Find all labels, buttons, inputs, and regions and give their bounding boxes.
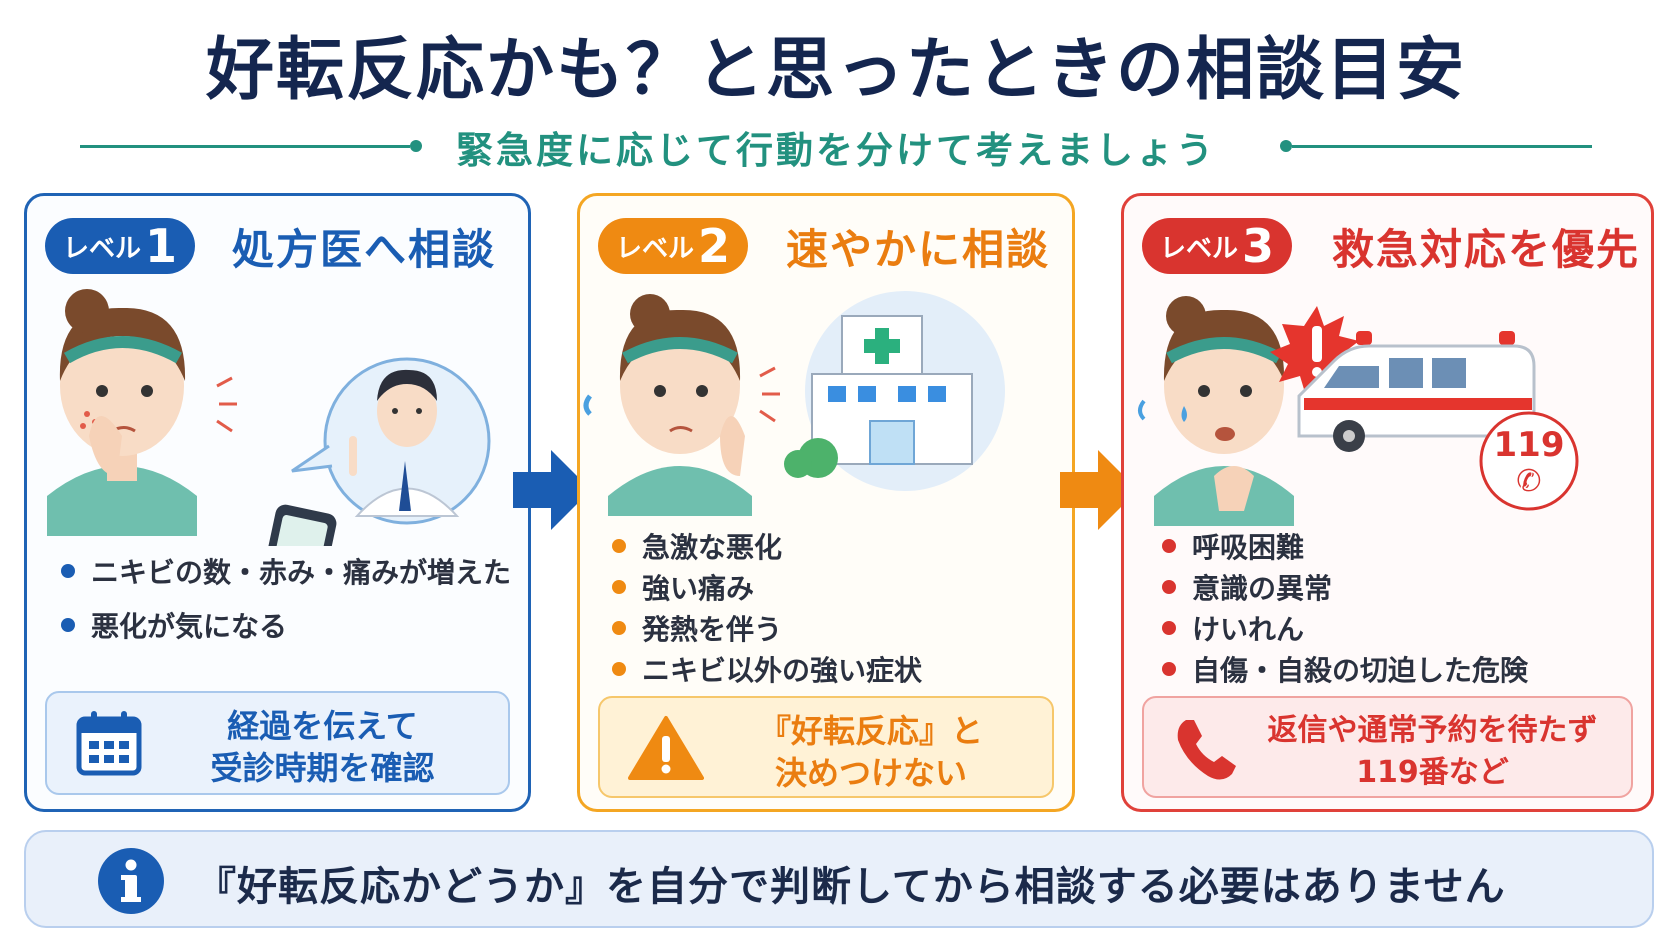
list-item: けいれん bbox=[1158, 608, 1528, 649]
list-item: 呼吸困難 bbox=[1158, 526, 1528, 567]
level-badge-label: レベル bbox=[1160, 233, 1239, 264]
advice-line: 119番など bbox=[1356, 755, 1509, 790]
symptom-list: 呼吸困難 意識の異常 けいれん 自傷・自殺の切迫した危険 bbox=[1158, 526, 1528, 690]
emergency-number: 119 bbox=[1494, 425, 1565, 465]
arrow-right-icon bbox=[513, 450, 591, 530]
level-badge: レベル 2 bbox=[598, 218, 749, 274]
level-heading: 救急対応を優先 bbox=[1332, 225, 1641, 274]
level-badge-label: レベル bbox=[63, 233, 142, 264]
list-item: 意識の異常 bbox=[1158, 567, 1528, 608]
list-item: ニキビ以外の強い症状 bbox=[608, 649, 922, 690]
level-badge-number: 3 bbox=[1242, 219, 1275, 273]
advice-line: 経過を伝えて bbox=[227, 707, 418, 745]
advice-line: 返信や通常予約を待たず bbox=[1267, 713, 1598, 748]
list-item: 急激な悪化 bbox=[608, 526, 922, 567]
info-banner: 『好転反応かどうか』を自分で判断してから相談する必要はありません bbox=[24, 830, 1654, 928]
info-icon bbox=[98, 848, 164, 914]
divider-dot bbox=[1280, 140, 1292, 152]
advice-text: 返信や通常予約を待たず 119番など bbox=[1244, 710, 1621, 794]
level-badge-number: 2 bbox=[698, 219, 731, 273]
level-badge-number: 1 bbox=[145, 219, 178, 273]
level-3-card: レベル 3 救急対応を優先 bbox=[1121, 193, 1654, 812]
advice-text: 経過を伝えて 受診時期を確認 bbox=[147, 705, 498, 789]
worried-woman-consult-doctor-illustration: ✆ bbox=[47, 289, 491, 546]
list-item: 発熱を伴う bbox=[608, 608, 922, 649]
ambulance-icon bbox=[1297, 331, 1536, 452]
symptom-list: ニキビの数・赤み・痛みが増えた 悪化が気になる bbox=[57, 551, 511, 659]
divider-left bbox=[80, 145, 410, 148]
hospital-icon bbox=[784, 291, 1005, 491]
emergency-call-badge: 119 ✆ bbox=[1479, 411, 1579, 511]
level-badge: レベル 3 bbox=[1142, 218, 1293, 274]
divider-dot bbox=[410, 140, 422, 152]
level-heading: 速やかに相談 bbox=[786, 225, 1051, 274]
phone-icon: ✆ bbox=[1516, 464, 1541, 499]
level-2-card: レベル 2 速やかに相談 急激な悪化 強い痛み bbox=[577, 193, 1075, 812]
page-title: 好転反応かも？と思ったときの相談目安 bbox=[205, 31, 1466, 110]
page-subtitle: 緊急度に応じて行動を分けて考えましょう bbox=[456, 129, 1216, 172]
woman-figure bbox=[583, 294, 780, 516]
advice-note: 経過を伝えて 受診時期を確認 bbox=[45, 691, 510, 795]
advice-text: 『好転反応』と 決めつけない bbox=[700, 710, 1042, 794]
advice-line: 決めつけない bbox=[774, 754, 967, 792]
divider-right bbox=[1292, 145, 1592, 148]
level-1-card: レベル 1 処方医へ相談 ✆ bbox=[24, 193, 531, 812]
level-heading: 処方医へ相談 bbox=[232, 225, 497, 274]
subtitle-row: 緊急度に応じて行動を分けて考えましょう bbox=[80, 120, 1592, 172]
doctor-speech-bubble bbox=[291, 357, 491, 525]
advice-note: 返信や通常予約を待たず 119番など bbox=[1142, 696, 1633, 798]
list-item: 悪化が気になる bbox=[57, 605, 511, 659]
arrow-right-icon bbox=[1060, 450, 1138, 530]
woman-emergency-ambulance-illustration: 119 ✆ bbox=[1138, 296, 1579, 526]
advice-note: 『好転反応』と 決めつけない bbox=[598, 696, 1054, 798]
list-item: 強い痛み bbox=[608, 567, 922, 608]
level-badge-label: レベル bbox=[616, 233, 695, 264]
svg-text:✆: ✆ bbox=[280, 542, 312, 546]
list-item: 自傷・自殺の切迫した危険 bbox=[1158, 649, 1528, 690]
smartphone-icon: ✆ bbox=[259, 504, 337, 546]
calendar-icon bbox=[76, 711, 142, 776]
advice-line: 受診時期を確認 bbox=[210, 749, 435, 787]
symptom-list: 急激な悪化 強い痛み 発熱を伴う ニキビ以外の強い症状 bbox=[608, 526, 922, 690]
level-badge: レベル 1 bbox=[45, 218, 196, 274]
list-item: ニキビの数・赤み・痛みが増えた bbox=[57, 551, 511, 605]
woman-figure bbox=[1138, 296, 1315, 526]
alert-burst-icon bbox=[1270, 306, 1359, 396]
info-text: 『好転反応かどうか』を自分で判断してから相談する必要はありません bbox=[196, 864, 1506, 910]
worried-woman-hospital-illustration bbox=[583, 291, 1005, 516]
warning-icon bbox=[628, 716, 704, 780]
phone-icon bbox=[1177, 720, 1236, 780]
woman-figure bbox=[47, 289, 237, 536]
advice-line: 『好転反応』と bbox=[758, 712, 983, 750]
